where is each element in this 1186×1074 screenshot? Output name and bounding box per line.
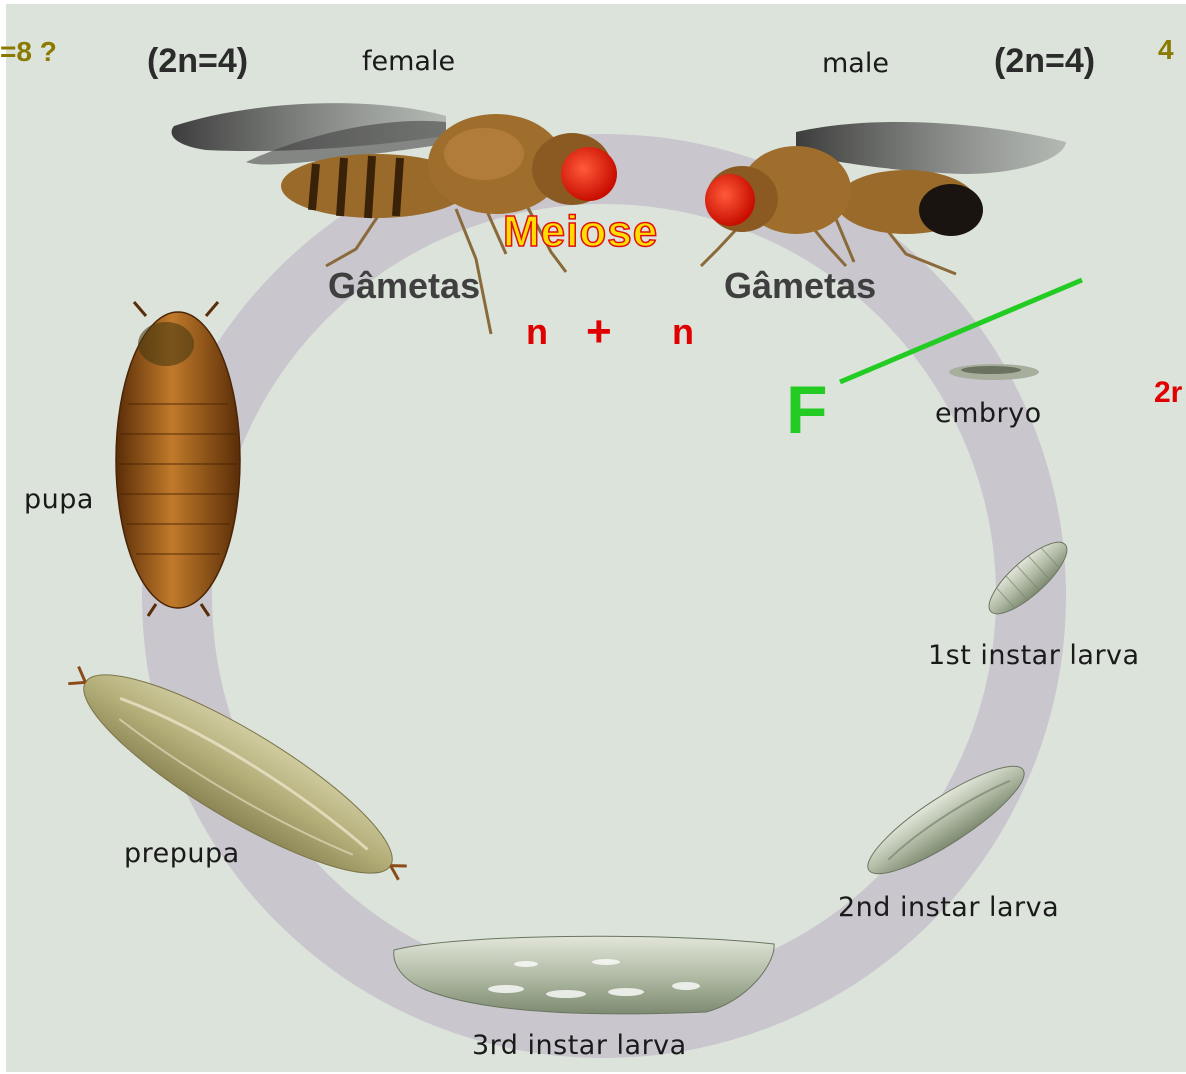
lifecycle-diagram: =8 ? 4 2r (2n=4) female male (2n=4) Meio… xyxy=(6,4,1186,1072)
second-instar-larva-label: 2nd instar larva xyxy=(838,894,1059,921)
gametes-right-label: Gâmetas xyxy=(724,268,876,304)
female-label: female xyxy=(362,48,455,75)
pupa-label: pupa xyxy=(24,486,94,513)
fertilization-label: F xyxy=(786,376,828,444)
male-label: male xyxy=(822,50,889,77)
first-instar-larva-label: 1st instar larva xyxy=(928,642,1140,669)
gametes-left-label: Gâmetas xyxy=(328,268,480,304)
haploid-left-label: n xyxy=(526,314,548,350)
female-ploidy: (2n=4) xyxy=(147,44,248,78)
embryo-label: embryo xyxy=(935,400,1042,427)
male-ploidy: (2n=4) xyxy=(994,44,1095,78)
meiosis-label: Meiose xyxy=(503,210,658,254)
chromosome-number-left: =8 ? xyxy=(0,38,57,66)
chromosome-number-right: 4 xyxy=(1158,36,1174,64)
diploid-edge-label: 2r xyxy=(1154,378,1182,408)
fusion-plus-sign: + xyxy=(586,310,612,354)
third-instar-larva-label: 3rd instar larva xyxy=(472,1032,687,1059)
embryo-icon xyxy=(949,364,1039,380)
haploid-right-label: n xyxy=(672,314,694,350)
prepupa-label: prepupa xyxy=(124,840,240,867)
